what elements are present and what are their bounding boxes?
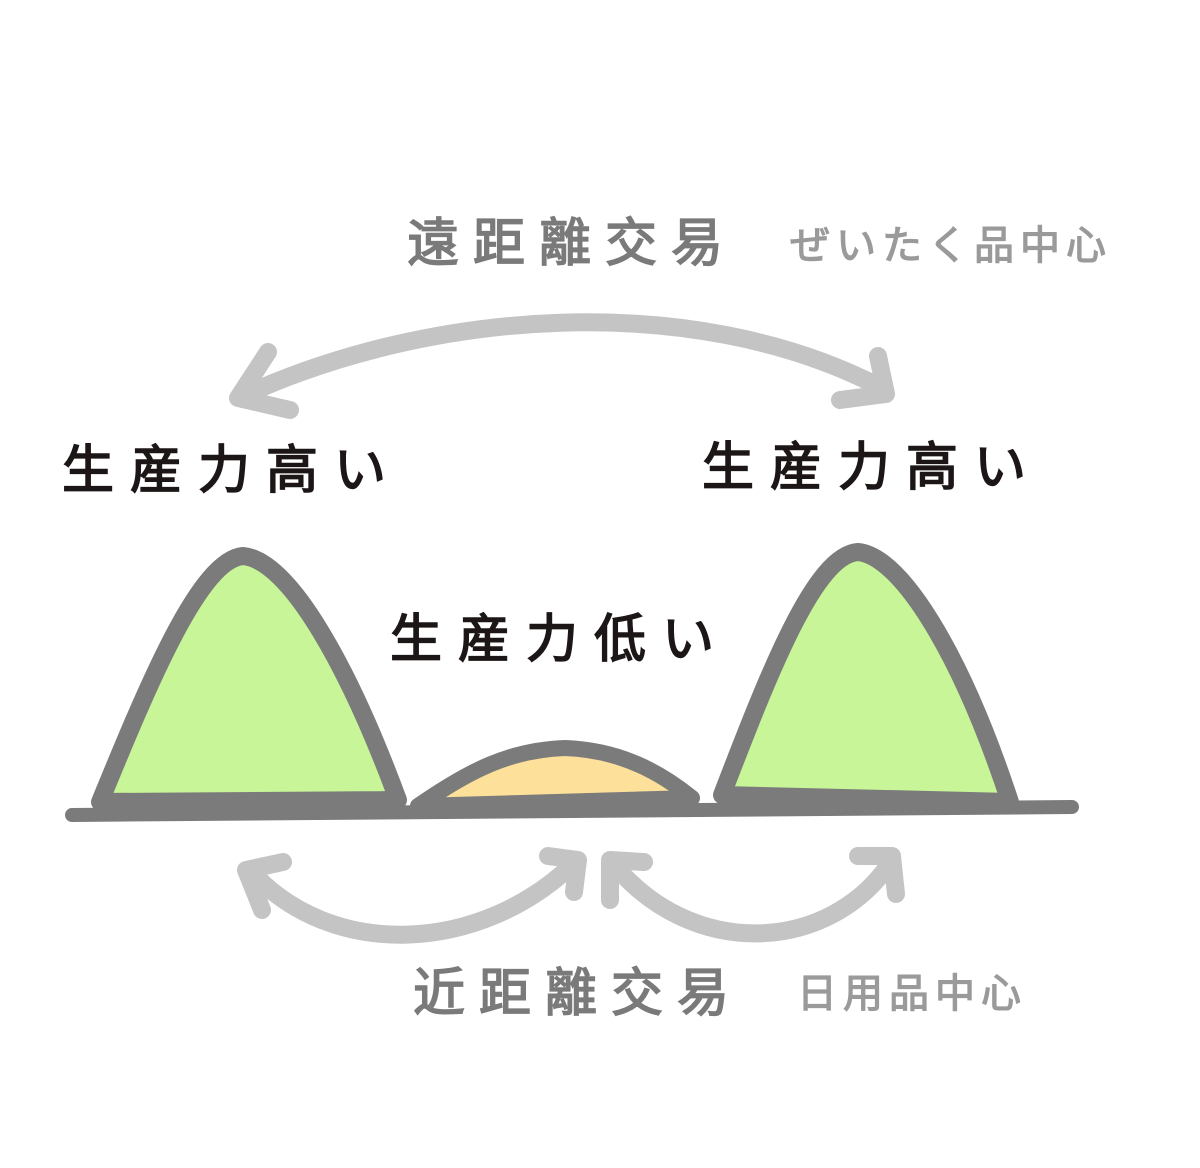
low-productivity-hill [410, 740, 700, 814]
long-distance-goods-label: ぜいたく品中心 [790, 223, 1112, 269]
long-distance-trade-arrow [229, 313, 895, 419]
low-productivity-label: 生産力低い [390, 610, 731, 670]
short-distance-trade-label: 近距離交易 [413, 964, 744, 1024]
high-productivity-left-label: 生産力高い [62, 441, 403, 501]
right-high-mountain [713, 543, 1019, 811]
short-distance-goods-label: 日用品中心 [797, 971, 1027, 1017]
ground-line [65, 800, 1079, 822]
short-distance-trade-arrow-right [601, 847, 905, 943]
long-distance-trade-label: 遠距離交易 [407, 214, 738, 274]
short-distance-trade-arrow-left [237, 847, 587, 944]
left-high-mountain [91, 547, 407, 811]
high-productivity-right-label: 生産力高い [702, 438, 1043, 498]
